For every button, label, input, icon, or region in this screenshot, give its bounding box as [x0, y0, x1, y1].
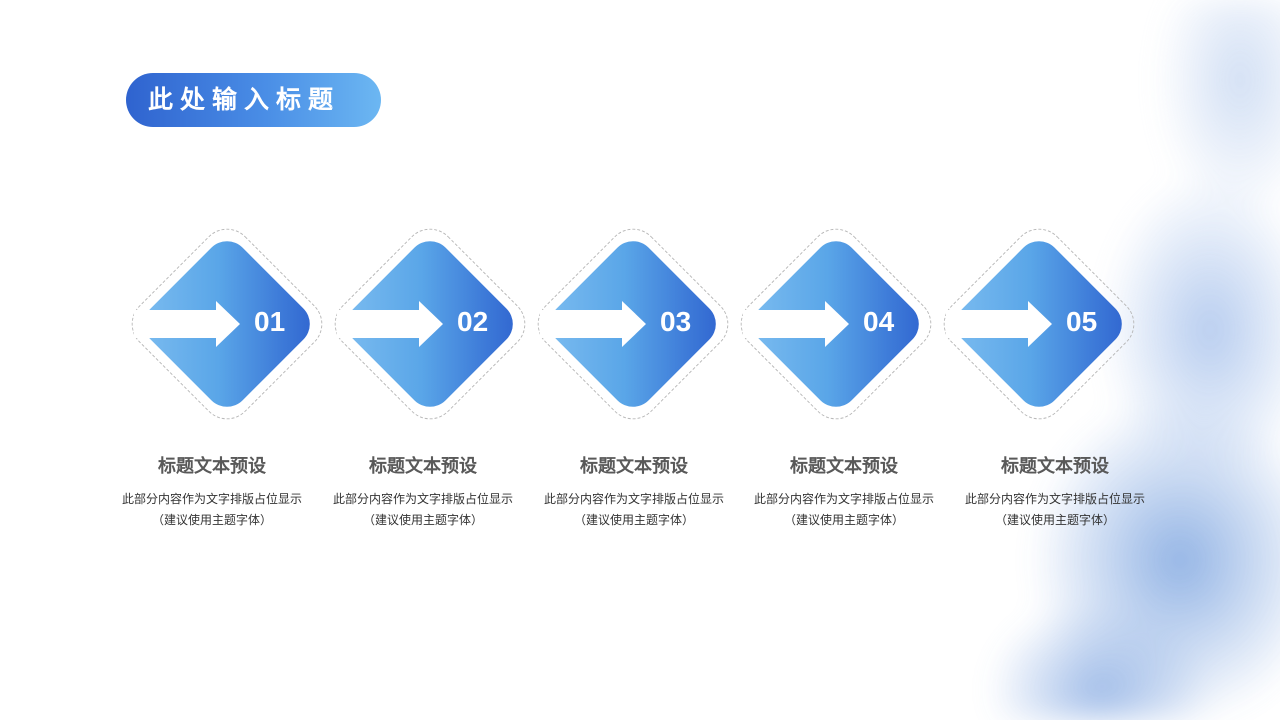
step-number: 04: [863, 306, 895, 337]
step-description: 此部分内容作为文字排版占位显示: [543, 492, 724, 506]
arrow-right-icon: [743, 301, 849, 347]
step-number: 02: [457, 306, 489, 337]
step-description: 此部分内容作为文字排版占位显示: [753, 492, 934, 506]
step-heading: 标题文本预设: [790, 456, 898, 477]
step-number: 03: [660, 306, 692, 337]
process-step: 02 标题文本预设此部分内容作为文字排版占位显示 （建议使用主题字体）: [323, 0, 537, 720]
arrow-right-icon: [946, 301, 1052, 347]
slide-title: 此处输入标题: [126, 73, 381, 127]
step-note: （建议使用主题字体）: [994, 513, 1115, 527]
step-description: 此部分内容作为文字排版占位显示: [332, 492, 513, 506]
step-description: 此部分内容作为文字排版占位显示: [121, 492, 302, 506]
process-step: 04 标题文本预设此部分内容作为文字排版占位显示 （建议使用主题字体）: [729, 0, 943, 720]
step-heading: 标题文本预设: [158, 456, 266, 477]
arrow-right-icon: [540, 301, 646, 347]
process-step: 01 标题文本预设此部分内容作为文字排版占位显示 （建议使用主题字体）: [120, 0, 334, 720]
step-note: （建议使用主题字体）: [783, 513, 904, 527]
arrow-right-icon: [134, 301, 240, 347]
process-step: 03 标题文本预设此部分内容作为文字排版占位显示 （建议使用主题字体）: [526, 0, 740, 720]
process-step: 05 标题文本预设此部分内容作为文字排版占位显示 （建议使用主题字体）: [932, 0, 1146, 720]
step-number: 01: [254, 306, 286, 337]
step-description: 此部分内容作为文字排版占位显示: [964, 492, 1145, 506]
step-heading: 标题文本预设: [1001, 456, 1109, 477]
step-heading: 标题文本预设: [369, 456, 477, 477]
arrow-right-icon: [337, 301, 443, 347]
step-number: 05: [1066, 306, 1098, 337]
step-note: （建议使用主题字体）: [573, 513, 694, 527]
step-heading: 标题文本预设: [580, 456, 688, 477]
step-note: （建议使用主题字体）: [151, 513, 272, 527]
step-note: （建议使用主题字体）: [362, 513, 483, 527]
